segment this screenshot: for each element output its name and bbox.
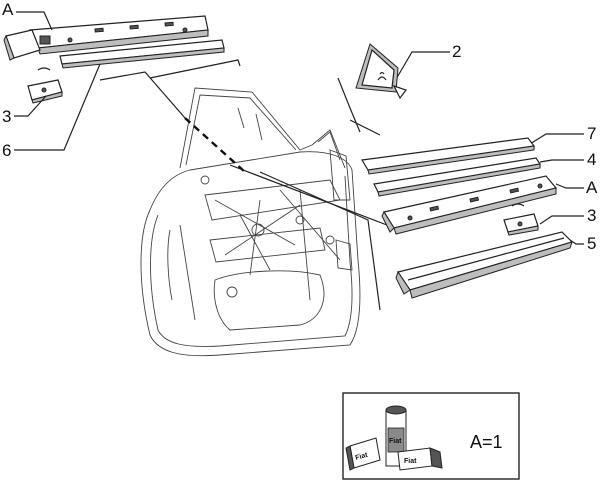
door-frame (140, 87, 361, 357)
callout-a-top: A (2, 0, 14, 19)
window-channel-assembly-right (381, 175, 558, 235)
callout-7: 7 (587, 124, 596, 143)
leader-lines (14, 11, 584, 311)
callout-4: 4 (587, 150, 596, 169)
box-brand-label-left: Fiat (355, 452, 370, 462)
box-brand-label-right: Fiat (404, 458, 417, 465)
callout-3-left: 3 (2, 107, 11, 126)
kit-legend-box: Fiat Fiat Fiat A=1 (342, 392, 520, 480)
callout-a-right: A (586, 178, 598, 197)
seal-strip-part-5 (395, 231, 574, 299)
seal-strip-part-4 (373, 157, 542, 197)
can-brand-label: Fiat (389, 438, 402, 445)
kit-equation: A=1 (470, 432, 503, 452)
tube-box-left-icon: Fiat (345, 437, 381, 471)
clip-part-right (503, 203, 539, 236)
clip-part-left (27, 67, 63, 104)
callout-2: 2 (452, 42, 461, 61)
callout-3-right: 3 (587, 206, 596, 225)
seal-strip-part-7 (361, 137, 536, 175)
corner-bracket-part (355, 43, 407, 100)
window-channel-assembly-topleft (3, 15, 225, 69)
tube-box-right-icon: Fiat (397, 447, 443, 471)
callout-labels: A 3 6 2 7 4 A 3 5 (2, 0, 598, 253)
callout-6: 6 (2, 141, 11, 160)
dashed-link-line (184, 117, 246, 173)
callout-5: 5 (587, 234, 596, 253)
